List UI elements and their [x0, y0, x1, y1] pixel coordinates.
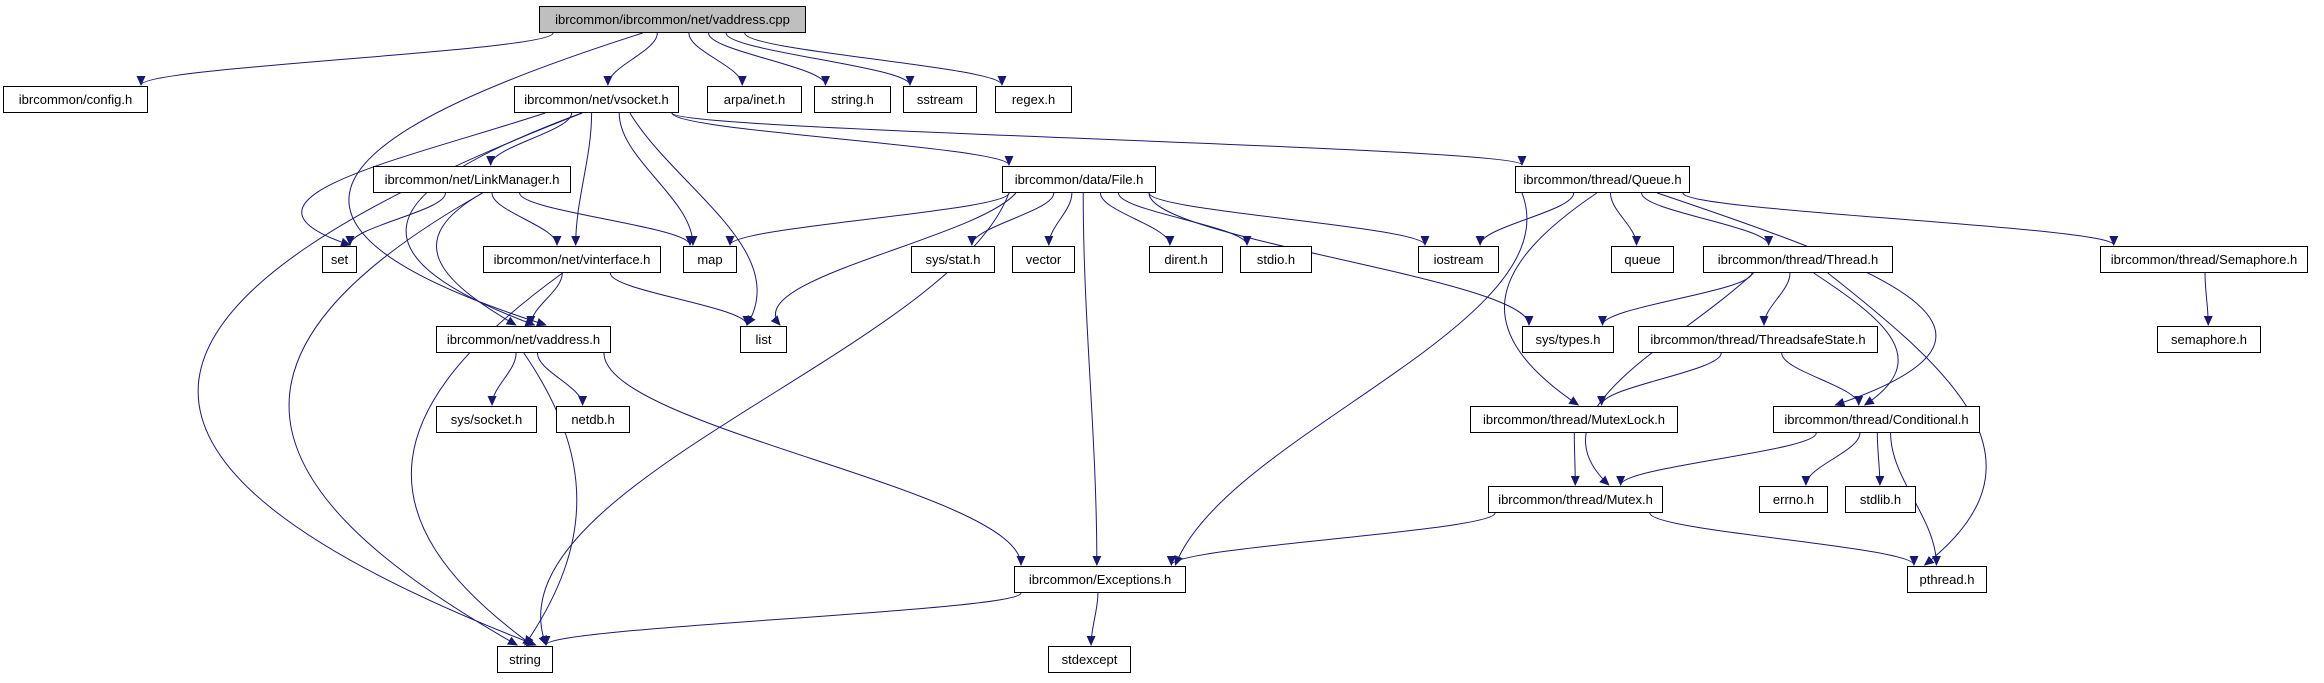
graph-node-vinterface-h[interactable]: ibrcommon/net/vinterface.h [483, 246, 661, 273]
graph-node-list: list [740, 326, 787, 353]
edge-exceptions-h-to-stdexcept [1086, 592, 1099, 646]
edge-vaddress-cpp-to-config-h [136, 32, 554, 86]
edge-file-h-to-list [770, 192, 1017, 326]
graph-node-map: map [683, 246, 737, 273]
edge-file-h-to-exceptions-h [1082, 192, 1102, 566]
edge-linkmanager-h-to-vaddress-h [436, 192, 517, 326]
edge-conditional-h-to-errno-h [1801, 432, 1861, 486]
graph-node-arpa-inet-h: arpa/inet.h [707, 86, 802, 113]
edge-vsocket-h-to-file-h [671, 112, 1014, 166]
graph-node-stdlib-h: stdlib.h [1845, 486, 1916, 513]
edge-vaddress-cpp-to-sstream [725, 32, 915, 86]
graph-node-sys-stat-h: sys/stat.h [911, 246, 995, 273]
edge-thread-h-to-threadsafestate-h [1759, 272, 1791, 326]
graph-node-stdio-h: stdio.h [1240, 246, 1312, 273]
graph-node-stdexcept: stdexcept [1048, 646, 1131, 673]
graph-node-iostream: iostream [1418, 246, 1499, 273]
graph-node-errno-h: errno.h [1759, 486, 1828, 513]
edge-mutex-h-to-exceptions-h [1166, 512, 1496, 566]
edge-conditional-h-to-mutex-h [1616, 432, 1817, 486]
edge-file-h-to-vector [1044, 192, 1073, 246]
edge-linkmanager-h-to-vinterface-h [491, 192, 562, 246]
edge-queue-h-to-semaphore-h [1682, 192, 2119, 246]
edge-queue-h-to-exceptions-h [1174, 192, 1528, 566]
edge-file-h-to-stdio-h [1117, 192, 1252, 246]
graph-node-set: set [322, 246, 357, 273]
edge-linkmanager-h-to-set [345, 192, 446, 246]
graph-node-string-h: string.h [814, 86, 891, 113]
graph-node-sstream: sstream [903, 86, 977, 113]
edge-file-h-to-sys-stat-h [967, 192, 1055, 246]
edge-exceptions-h-to-string [541, 592, 1022, 646]
graph-node-linkmanager-h[interactable]: ibrcommon/net/LinkManager.h [373, 166, 571, 193]
edge-file-h-to-iostream [1148, 192, 1430, 246]
graph-node-sys-socket-h: sys/socket.h [436, 406, 537, 433]
edge-vsocket-h-to-linkmanager-h [486, 112, 573, 166]
graph-node-queue-h[interactable]: ibrcommon/thread/Queue.h [1515, 166, 1690, 193]
edge-vsocket-h-to-vaddress-h [405, 112, 583, 327]
edge-vsocket-h-to-list [629, 112, 758, 326]
graph-node-queue: queue [1611, 246, 1674, 273]
edge-vaddress-cpp-to-vsocket-h [603, 32, 658, 86]
edge-vinterface-h-to-list [609, 272, 752, 326]
edge-thread-h-to-conditional-h [1813, 272, 1899, 406]
graph-node-conditional-h[interactable]: ibrcommon/thread/Conditional.h [1773, 406, 1980, 433]
edge-vsocket-h-to-queue-h [671, 112, 1527, 166]
edge-conditional-h-to-stdlib-h [1875, 432, 1885, 486]
graph-node-config-h[interactable]: ibrcommon/config.h [3, 86, 148, 113]
graph-node-vsocket-h[interactable]: ibrcommon/net/vsocket.h [514, 86, 679, 113]
edge-vsocket-h-to-map [618, 112, 698, 246]
edge-vaddress-h-to-exceptions-h [603, 352, 1026, 566]
graph-node-vaddress-cpp: ibrcommon/ibrcommon/net/vaddress.cpp [539, 6, 806, 33]
edge-vaddress-cpp-to-string-h [708, 32, 830, 86]
graph-node-semaphore-h[interactable]: ibrcommon/thread/Semaphore.h [2100, 246, 2308, 273]
edge-mutex-h-to-pthread-h [1649, 512, 1919, 566]
edge-linkmanager-h-to-string [288, 192, 518, 646]
graph-node-dirent-h: dirent.h [1149, 246, 1223, 273]
edge-vaddress-cpp-to-regex-h [744, 32, 1007, 86]
edge-queue-h-to-thread-h [1641, 192, 1774, 246]
edge-vaddress-cpp-to-vaddress-h [348, 32, 643, 327]
edge-vaddress-h-to-sys-socket-h [487, 352, 517, 406]
graph-node-thread-h[interactable]: ibrcommon/thread/Thread.h [1703, 246, 1893, 273]
graph-node-pthread-h: pthread.h [1907, 566, 1987, 593]
graph-node-mutexlock-h[interactable]: ibrcommon/thread/MutexLock.h [1470, 406, 1678, 433]
edge-vaddress-h-to-netdb-h [536, 352, 588, 406]
graph-node-string: string [497, 646, 553, 673]
edge-vsocket-h-to-set [301, 112, 546, 247]
edge-vsocket-h-to-string [197, 112, 583, 646]
edge-mutexlock-h-to-mutex-h [1570, 432, 1580, 486]
edge-threadsafestate-h-to-mutexlock-h [1597, 352, 1722, 406]
graph-node-vector: vector [1012, 246, 1075, 273]
edge-thread-h-to-mutex-h [1585, 272, 1754, 486]
edge-queue-h-to-mutexlock-h [1504, 192, 1598, 406]
edge-thread-h-to-sys-types-h [1598, 272, 1753, 326]
edge-vaddress-h-to-string [523, 352, 578, 646]
edge-queue-h-to-queue [1610, 192, 1641, 246]
edge-file-h-to-dirent-h [1099, 192, 1175, 246]
edge-vinterface-h-to-vaddress-h [526, 272, 563, 326]
edge-queue-h-to-conditional-h [1657, 192, 1937, 407]
edge-vaddress-cpp-to-arpa-inet-h [688, 32, 747, 86]
graph-node-sys-types-h: sys/types.h [1522, 326, 1614, 353]
graph-node-exceptions-h[interactable]: ibrcommon/Exceptions.h [1014, 566, 1186, 593]
edge-linkmanager-h-to-map [519, 192, 695, 246]
graph-node-semaphore-sys-h: semaphore.h [2157, 326, 2261, 353]
graph-node-file-h[interactable]: ibrcommon/data/File.h [1002, 166, 1156, 193]
graph-node-netdb-h: netdb.h [556, 406, 630, 433]
edge-semaphore-h-to-semaphore-sys-h [2203, 272, 2213, 326]
graph-node-regex-h: regex.h [995, 86, 1072, 113]
edge-threadsafestate-h-to-conditional-h [1781, 352, 1864, 406]
edge-file-h-to-sys-types-h [1148, 192, 1534, 326]
graph-node-vaddress-h[interactable]: ibrcommon/net/vaddress.h [436, 326, 611, 353]
graph-node-mutex-h[interactable]: ibrcommon/thread/Mutex.h [1488, 486, 1663, 513]
edge-vsocket-h-to-vinterface-h [571, 112, 593, 246]
graph-node-threadsafestate-h[interactable]: ibrcommon/thread/ThreadsafeState.h [1638, 326, 1878, 353]
edge-file-h-to-map [725, 192, 1010, 246]
